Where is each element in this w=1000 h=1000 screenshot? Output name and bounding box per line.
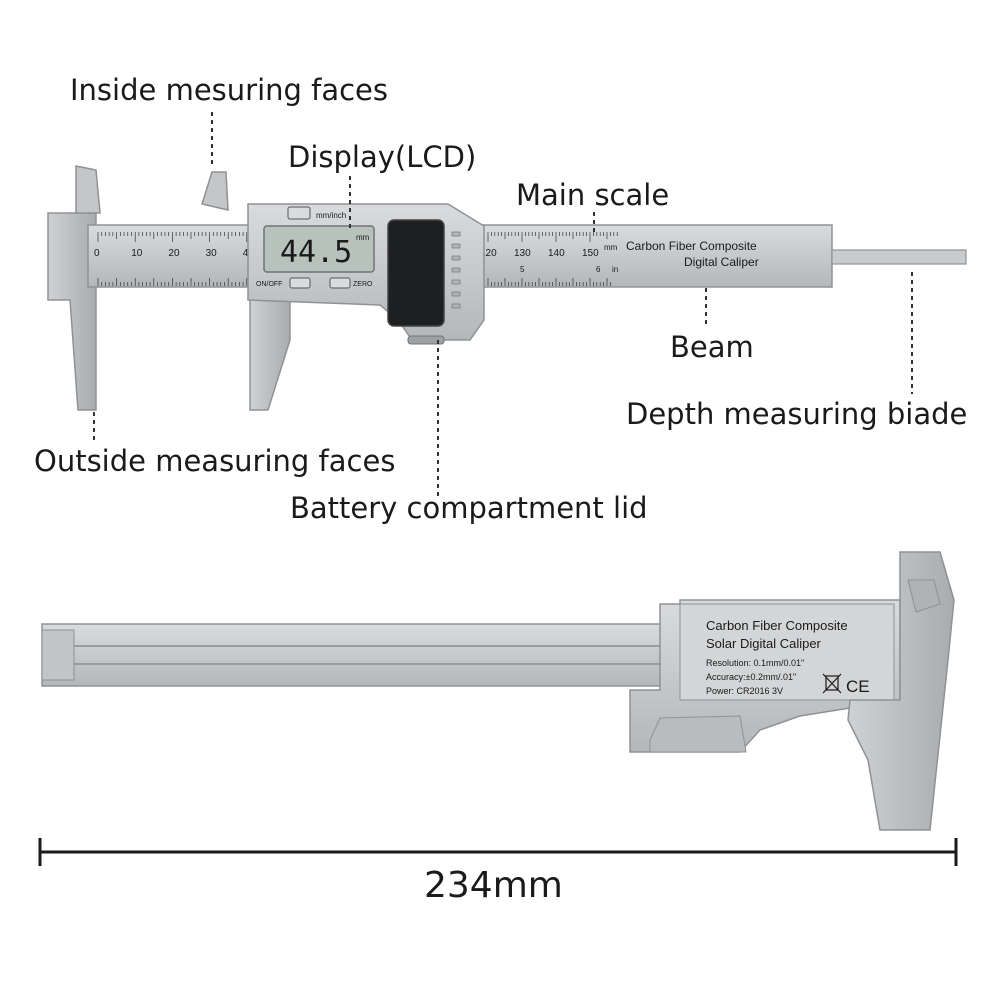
bottom-caliper: Carbon Fiber Composite Solar Digital Cal…	[41, 551, 955, 831]
battery-lid-label: Battery compartment lid	[290, 491, 648, 525]
ce-mark: CE	[846, 677, 870, 696]
scale-number: 130	[514, 248, 531, 259]
thumb-roller[interactable]	[407, 335, 445, 345]
main-scale-label: Main scale	[516, 178, 670, 212]
scale-mm-mark: mm	[604, 243, 618, 252]
brand-line2: Digital Caliper	[684, 255, 759, 269]
bottom-beam	[41, 623, 693, 687]
unit-button-label: mm/inch	[316, 211, 346, 220]
bottom-title-line2: Solar Digital Caliper	[706, 636, 822, 651]
moving-inside-jaw	[201, 171, 229, 211]
scale-inch-mark: in	[612, 265, 618, 274]
lcd-reading: 44.5	[280, 235, 352, 270]
scale-number: 30	[206, 248, 218, 259]
right-main-scale: 120 130 140 150 mm 5 6 in	[480, 232, 618, 286]
spec-resolution: Resolution: 0.1mm/0.01"	[706, 658, 804, 668]
scale-number: 140	[548, 248, 565, 259]
left-main-scale: 010203040	[94, 232, 263, 286]
lcd-screen	[263, 225, 375, 273]
depth-blade-rod	[831, 249, 967, 265]
solar-panel	[387, 219, 445, 327]
fixed-inside-jaw	[75, 165, 101, 214]
leader-lines	[93, 112, 913, 496]
brand-line1: Carbon Fiber Composite	[626, 239, 757, 253]
scale-number: 20	[168, 248, 180, 259]
inside-faces-label: Inside mesuring faces	[70, 73, 389, 107]
on-off-button[interactable]	[289, 277, 311, 289]
depth-blade-label: Depth measuring biade	[626, 397, 968, 431]
moving-outside-jaw	[249, 289, 291, 411]
beam-end-cap	[41, 629, 75, 681]
outside-faces-label: Outside measuring faces	[34, 444, 396, 478]
spec-power: Power: CR2016 3V	[706, 686, 783, 696]
scale-number: 10	[131, 248, 143, 259]
length-label: 234mm	[424, 865, 563, 906]
bottom-jaw-notch	[907, 579, 941, 613]
scale-number: 150	[582, 248, 599, 259]
beam-label: Beam	[670, 330, 754, 364]
zero-label: ZERO	[353, 281, 373, 288]
inch-number: 6	[596, 265, 601, 274]
spec-accuracy: Accuracy:±0.2mm/.01"	[706, 672, 796, 682]
bottom-title-line1: Carbon Fiber Composite	[706, 618, 848, 633]
spec-plate	[679, 603, 895, 701]
lcd-unit: mm	[356, 233, 370, 242]
scale-number: 0	[94, 248, 100, 259]
on-off-label: ON/OFF	[256, 281, 282, 288]
zero-button[interactable]	[329, 277, 351, 289]
bottom-jaw	[847, 551, 955, 831]
unit-button[interactable]	[287, 206, 311, 220]
dimension-line	[38, 838, 958, 866]
scale-number: 120	[480, 248, 497, 259]
bottom-thumb-grip	[649, 715, 747, 753]
inch-number: 5	[520, 265, 525, 274]
weee-bin-icon	[822, 673, 842, 694]
grip-ridges	[451, 231, 461, 309]
display-label: Display(LCD)	[288, 140, 477, 174]
